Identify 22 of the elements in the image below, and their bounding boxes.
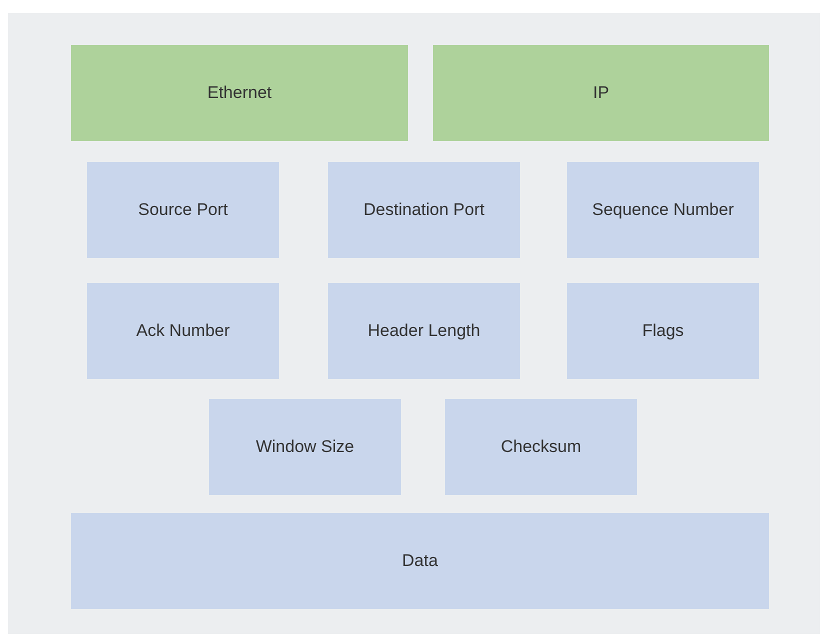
field-box <box>567 162 759 258</box>
field-box <box>87 162 279 258</box>
field-label: IP <box>592 82 610 104</box>
field-box <box>71 45 408 141</box>
field-label: Ethernet <box>207 82 272 104</box>
field-box <box>87 283 279 379</box>
field-box <box>433 45 769 141</box>
field-box <box>71 513 769 609</box>
field-label: Flags <box>642 320 684 342</box>
field-box <box>567 283 759 379</box>
field-label: Window Size <box>256 436 354 458</box>
field-label: Ack Number <box>136 320 230 342</box>
field-label: Source Port <box>138 199 228 221</box>
field-label: Sequence Number <box>592 199 734 221</box>
field-box <box>328 162 520 258</box>
field-label: Destination Port <box>364 199 484 221</box>
field-label: Data <box>402 550 438 572</box>
field-label: Checksum <box>500 436 582 458</box>
field-label: Header Length <box>368 320 480 342</box>
field-box <box>445 399 637 495</box>
field-box <box>328 283 520 379</box>
field-box <box>209 399 401 495</box>
